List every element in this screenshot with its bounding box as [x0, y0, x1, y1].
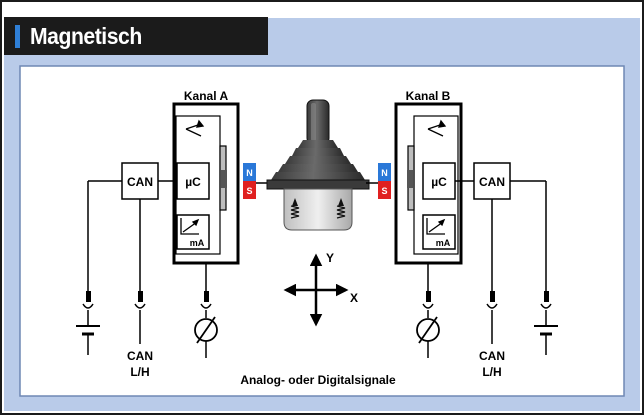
title-accent — [15, 25, 20, 48]
battery-icon-right — [534, 325, 558, 355]
channel-a-uc-box — [176, 162, 210, 200]
left-analog-output — [194, 263, 218, 358]
channel-b-uc-label: µC — [431, 175, 447, 189]
can-lh-left-line1: CAN — [127, 349, 153, 363]
channel-a-ma-label: mA — [190, 238, 205, 248]
channel-b-uc-box — [422, 162, 456, 200]
hall-sensor-icon-b — [427, 119, 447, 137]
axis-cross-icon — [283, 253, 349, 327]
magnet-right-n — [378, 163, 391, 181]
channel-b-label: Kanal B — [406, 89, 451, 103]
hall-sensor-icon — [185, 119, 205, 137]
can-lh-left-line2: L/H — [130, 365, 149, 379]
right-connectors — [486, 291, 552, 344]
channel-b-sensor-chip — [407, 170, 413, 188]
magnet-right-s — [378, 181, 391, 199]
can-module-left-label: CAN — [127, 175, 153, 189]
right-bus-lines — [491, 180, 547, 291]
title-bar — [4, 17, 268, 55]
channel-b-ma-label: mA — [436, 238, 451, 248]
channel-a-label: Kanal A — [184, 89, 229, 103]
magnet-left-n-label: N — [246, 168, 253, 178]
channel-b-ma-box — [422, 214, 456, 250]
magnet-left-s-label: S — [246, 186, 252, 196]
magnet-left-n — [243, 163, 256, 181]
axis-x-label: X — [350, 291, 358, 305]
channel-a-ma-box — [176, 214, 210, 250]
left-bus-lines — [87, 180, 176, 291]
magnet-right-s-label: S — [381, 186, 387, 196]
meter-icon-b — [426, 218, 446, 235]
left-connectors — [82, 291, 146, 344]
can-module-left — [121, 162, 159, 200]
axis-y-label: Y — [326, 251, 334, 265]
right-analog-output — [416, 263, 440, 358]
signal-caption: Analog- oder Digitalsignale — [240, 373, 396, 387]
can-lh-right-line1: CAN — [479, 349, 505, 363]
magnet-right-n-label: N — [381, 168, 388, 178]
page-title: Magnetisch — [30, 23, 142, 49]
channel-a-uc-label: µC — [185, 175, 201, 189]
can-lh-right-line2: L/H — [482, 365, 501, 379]
can-module-right-label: CAN — [479, 175, 505, 189]
magnet-left-s — [243, 181, 256, 199]
meter-icon — [180, 218, 200, 235]
battery-icon — [76, 325, 100, 355]
joystick-icon — [266, 99, 370, 231]
channel-a-sensor-chip — [221, 170, 227, 188]
